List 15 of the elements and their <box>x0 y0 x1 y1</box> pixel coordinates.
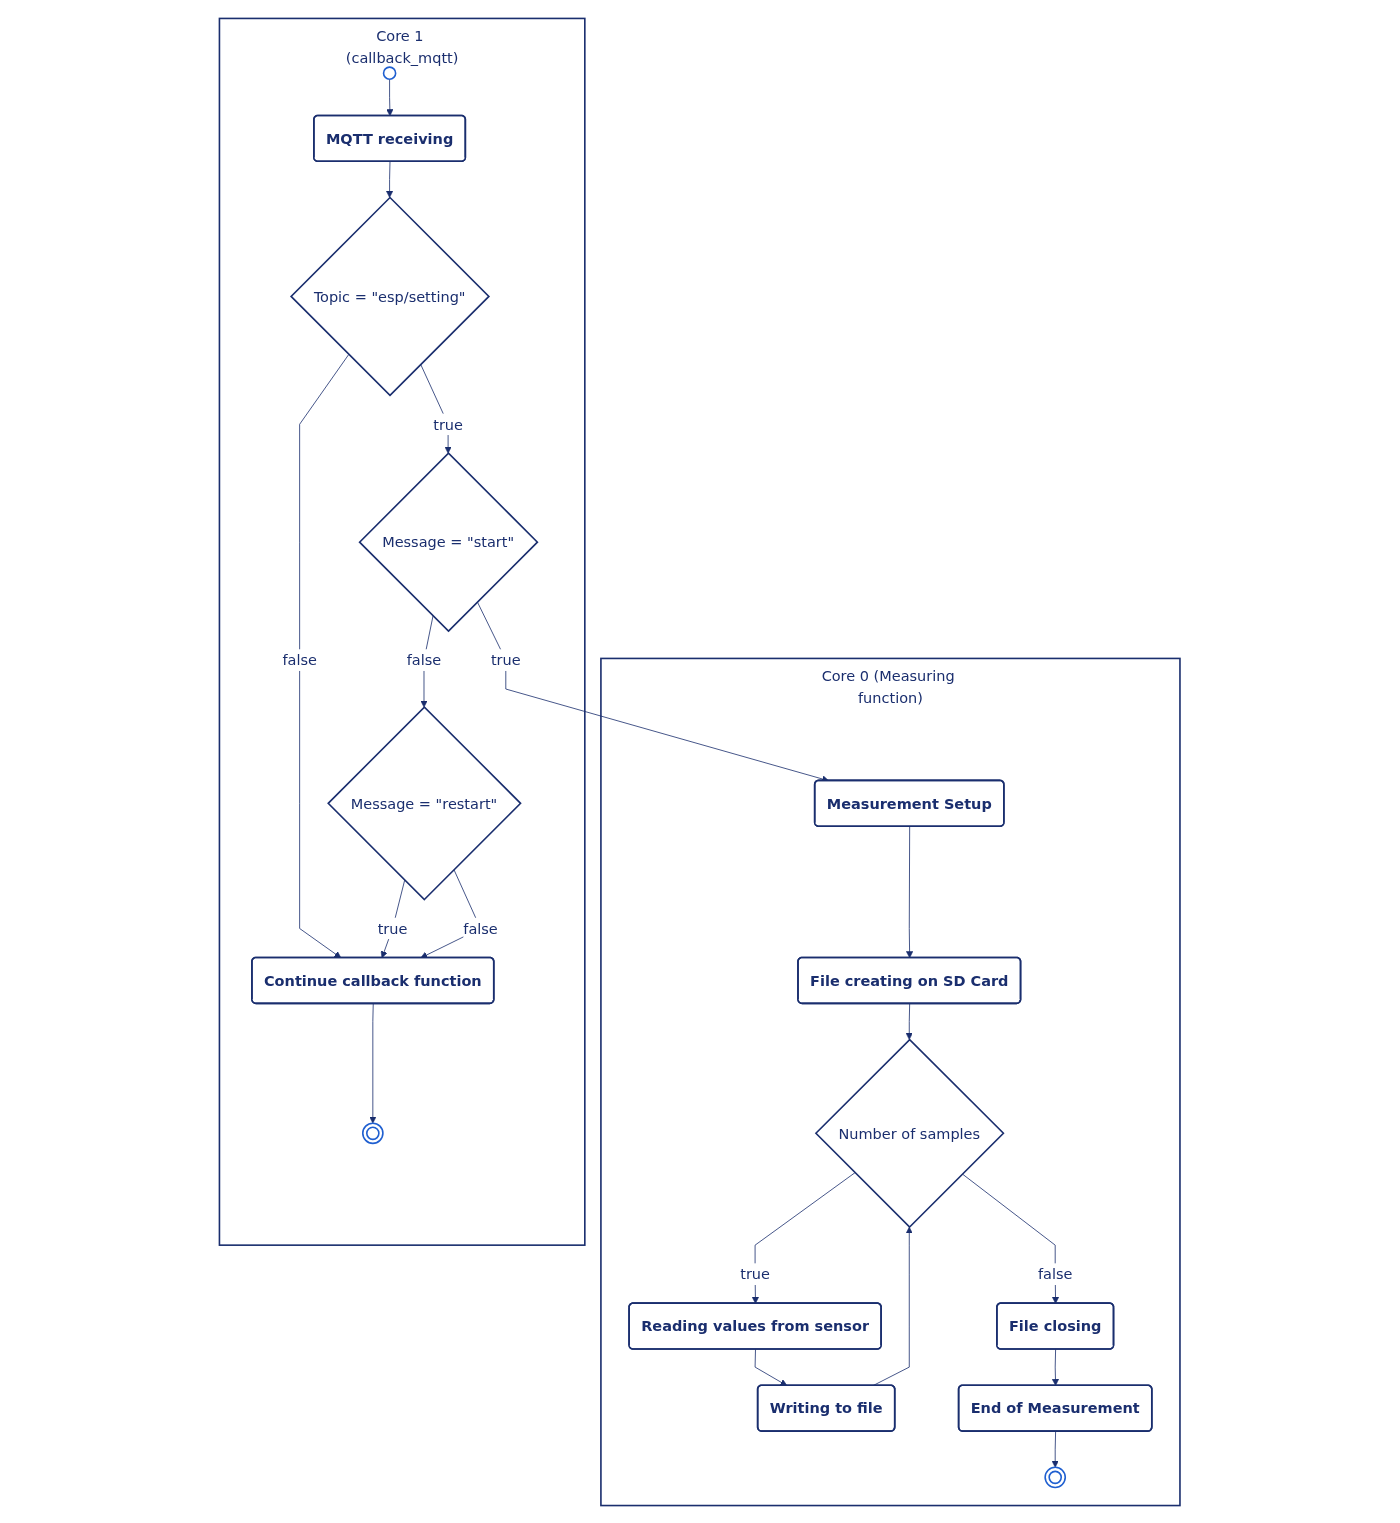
node-diamond: Number of samples <box>815 1037 1005 1228</box>
edge-label: true <box>491 651 521 668</box>
node-circle <box>1044 1466 1067 1488</box>
edge-label: true <box>433 415 464 433</box>
node-diamond: Message = "start" <box>358 451 539 632</box>
edge-label: true <box>740 1265 771 1283</box>
edge-label: false <box>463 919 499 937</box>
node-diamond: Topic = "esp/setting" <box>290 195 491 396</box>
node-circle <box>383 65 397 80</box>
edge-label: false <box>1038 1265 1073 1283</box>
edge-label: true <box>377 919 408 937</box>
edge-label: false <box>407 651 442 668</box>
node-diamond: Message = "restart" <box>327 705 522 901</box>
edge-label: false <box>282 651 318 668</box>
node-circle <box>362 1121 384 1144</box>
